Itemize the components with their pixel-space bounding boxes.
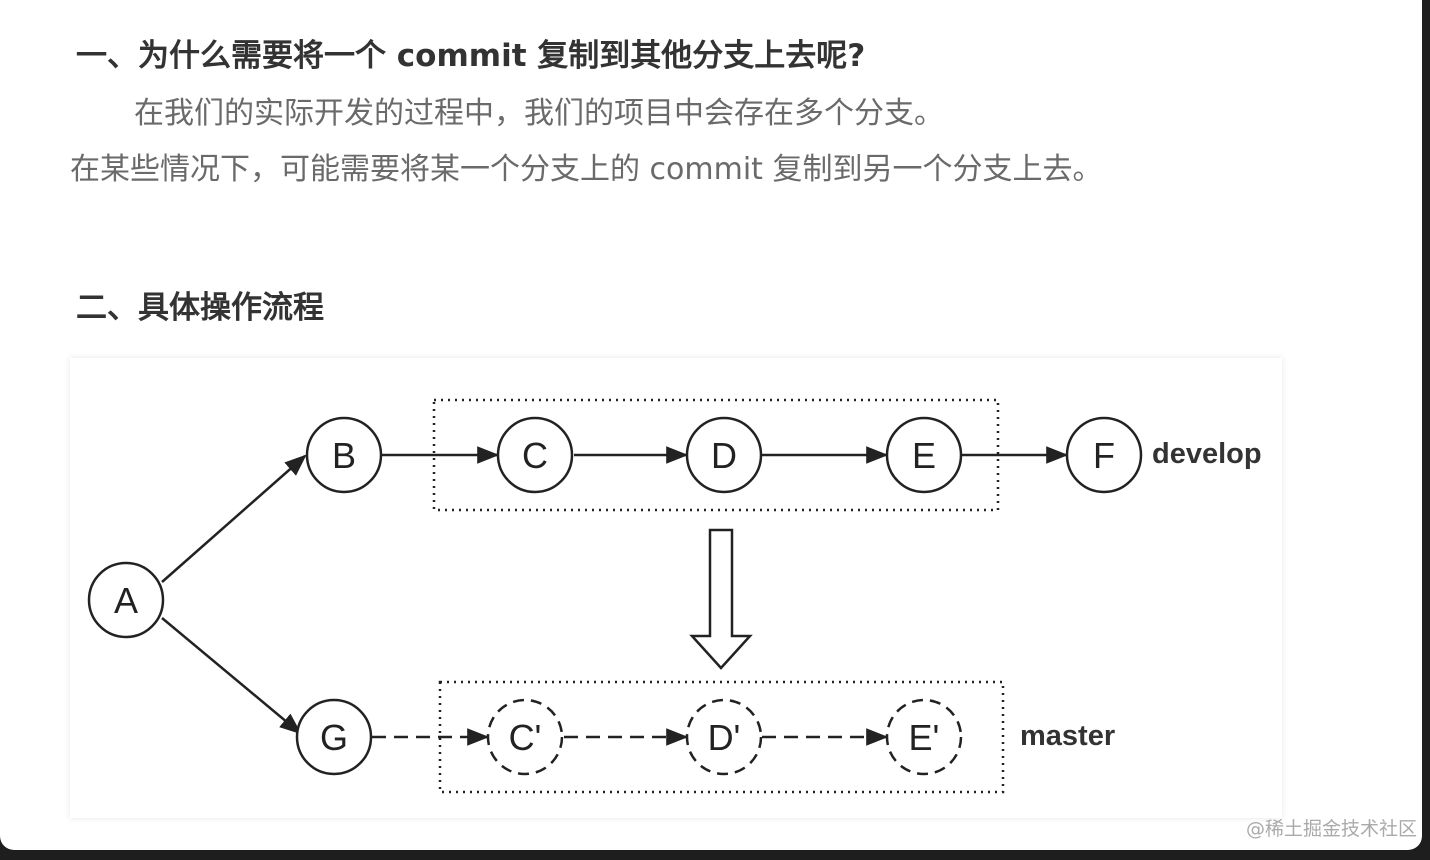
edge-a-b bbox=[161, 454, 307, 583]
edge-a-g bbox=[161, 617, 302, 735]
node-a: A bbox=[87, 561, 165, 639]
branch-label-master: master bbox=[1020, 720, 1115, 752]
node-e: E bbox=[885, 416, 963, 494]
section-heading-why: 一、为什么需要将一个 commit 复制到其他分支上去呢? bbox=[76, 38, 866, 74]
node-e-copy-label: E' bbox=[909, 717, 940, 758]
paragraph-detail: 在某些情况下，可能需要将某一个分支上的 commit 复制到另一个分支上去。 bbox=[70, 152, 1103, 187]
node-c-label: C bbox=[522, 435, 548, 476]
node-b-label: B bbox=[332, 435, 356, 476]
node-a-label: A bbox=[114, 580, 138, 621]
node-e-label: E bbox=[912, 435, 936, 476]
node-g-label: G bbox=[320, 717, 348, 758]
node-d: D bbox=[685, 416, 763, 494]
paragraph-intro: 在我们的实际开发的过程中，我们的项目中会存在多个分支。 bbox=[134, 96, 944, 131]
node-b: B bbox=[305, 416, 383, 494]
node-d-copy-label: D' bbox=[708, 717, 741, 758]
section-heading-steps: 二、具体操作流程 bbox=[76, 290, 324, 326]
branch-label-develop: develop bbox=[1152, 438, 1262, 470]
node-c: C bbox=[496, 416, 574, 494]
node-f: F bbox=[1065, 416, 1143, 494]
node-f-label: F bbox=[1093, 435, 1115, 476]
watermark: @稀土掘金技术社区 bbox=[1246, 818, 1418, 840]
master-selection-box bbox=[438, 680, 1005, 794]
node-c-copy-label: C' bbox=[509, 717, 542, 758]
node-c-copy: C' bbox=[486, 698, 564, 776]
node-g: G bbox=[295, 698, 373, 776]
copy-down-arrow bbox=[689, 528, 753, 670]
node-d-label: D bbox=[711, 435, 737, 476]
node-d-copy: D' bbox=[685, 698, 763, 776]
develop-selection-box bbox=[432, 398, 1000, 512]
node-e-copy: E' bbox=[885, 698, 963, 776]
